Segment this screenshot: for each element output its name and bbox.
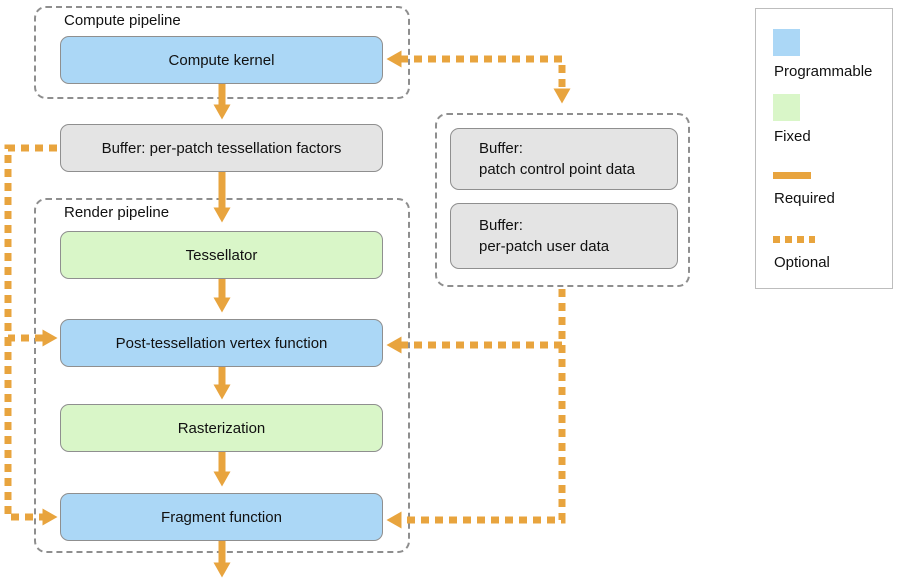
node-post-tessellation-vertex-function-label: Post-tessellation vertex function: [115, 334, 328, 352]
node-fragment-function: Fragment function: [60, 493, 383, 541]
legend-required-label: Required: [774, 190, 835, 207]
legend-optional-swatch: [773, 236, 815, 243]
legend-fixed-label: Fixed: [774, 128, 811, 145]
node-tess-factors-buffer: Buffer: per-patch tessellation factors: [60, 124, 383, 172]
node-patch-control-point-buffer: Buffer: patch control point data: [450, 128, 678, 190]
patch-control-point-buffer-subtitle: patch control point data: [479, 161, 635, 178]
node-tess-factors-buffer-label: Buffer: per-patch tessellation factors: [101, 139, 342, 157]
legend-programmable-swatch: [773, 29, 800, 56]
optional-link-patch-buffers-to-post-tess-vertex: [386, 289, 566, 354]
optional-link-patch-buffers-compute-kernel: [386, 50, 571, 104]
node-tessellator-label: Tessellator: [185, 246, 258, 264]
node-post-tessellation-vertex-function: Post-tessellation vertex function: [60, 319, 383, 367]
per-patch-user-buffer-subtitle: per-patch user data: [479, 238, 610, 255]
patch-buffers-group: [435, 113, 690, 287]
legend-programmable-label: Programmable: [774, 63, 873, 80]
compute-pipeline-label: Compute pipeline: [64, 12, 181, 29]
optional-link-patch-buffers-to-fragment: [386, 345, 566, 529]
legend: Programmable Fixed Required Optional: [755, 8, 893, 289]
node-per-patch-user-buffer: Buffer: per-patch user data: [450, 203, 678, 269]
node-rasterization: Rasterization: [60, 404, 383, 452]
legend-optional-label: Optional: [774, 254, 830, 271]
node-rasterization-label: Rasterization: [177, 419, 266, 437]
node-compute-kernel: Compute kernel: [60, 36, 383, 84]
node-tessellator: Tessellator: [60, 231, 383, 279]
patch-control-point-buffer-title: Buffer:: [479, 140, 523, 157]
legend-required-swatch: [773, 172, 811, 179]
node-compute-kernel-label: Compute kernel: [168, 51, 275, 69]
render-pipeline-label: Render pipeline: [64, 204, 170, 221]
per-patch-user-buffer-title: Buffer:: [479, 217, 523, 234]
legend-fixed-swatch: [773, 94, 800, 121]
node-fragment-function-label: Fragment function: [161, 508, 282, 526]
